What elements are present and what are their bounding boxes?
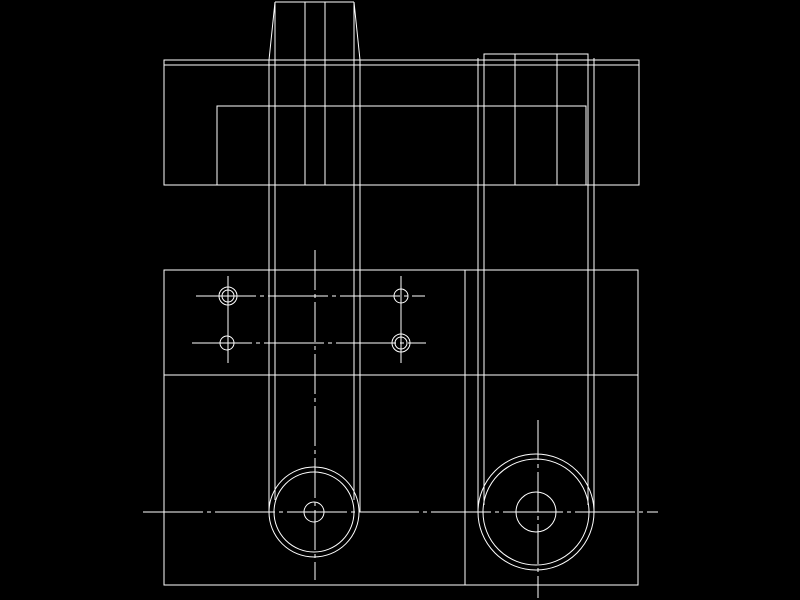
lower-base xyxy=(163,269,639,586)
right-arm xyxy=(477,53,595,598)
left-arm xyxy=(268,1,361,580)
left-arm-outer-right xyxy=(353,1,361,61)
upper-housing-inner-recess xyxy=(216,105,587,185)
upper-housing xyxy=(163,59,640,186)
bolt-centerlines xyxy=(192,276,426,363)
lower-base-outline xyxy=(163,269,639,586)
left-arm-outer-left xyxy=(268,1,276,61)
right-arm-cap xyxy=(483,53,589,60)
upper-housing-outline xyxy=(163,59,640,186)
